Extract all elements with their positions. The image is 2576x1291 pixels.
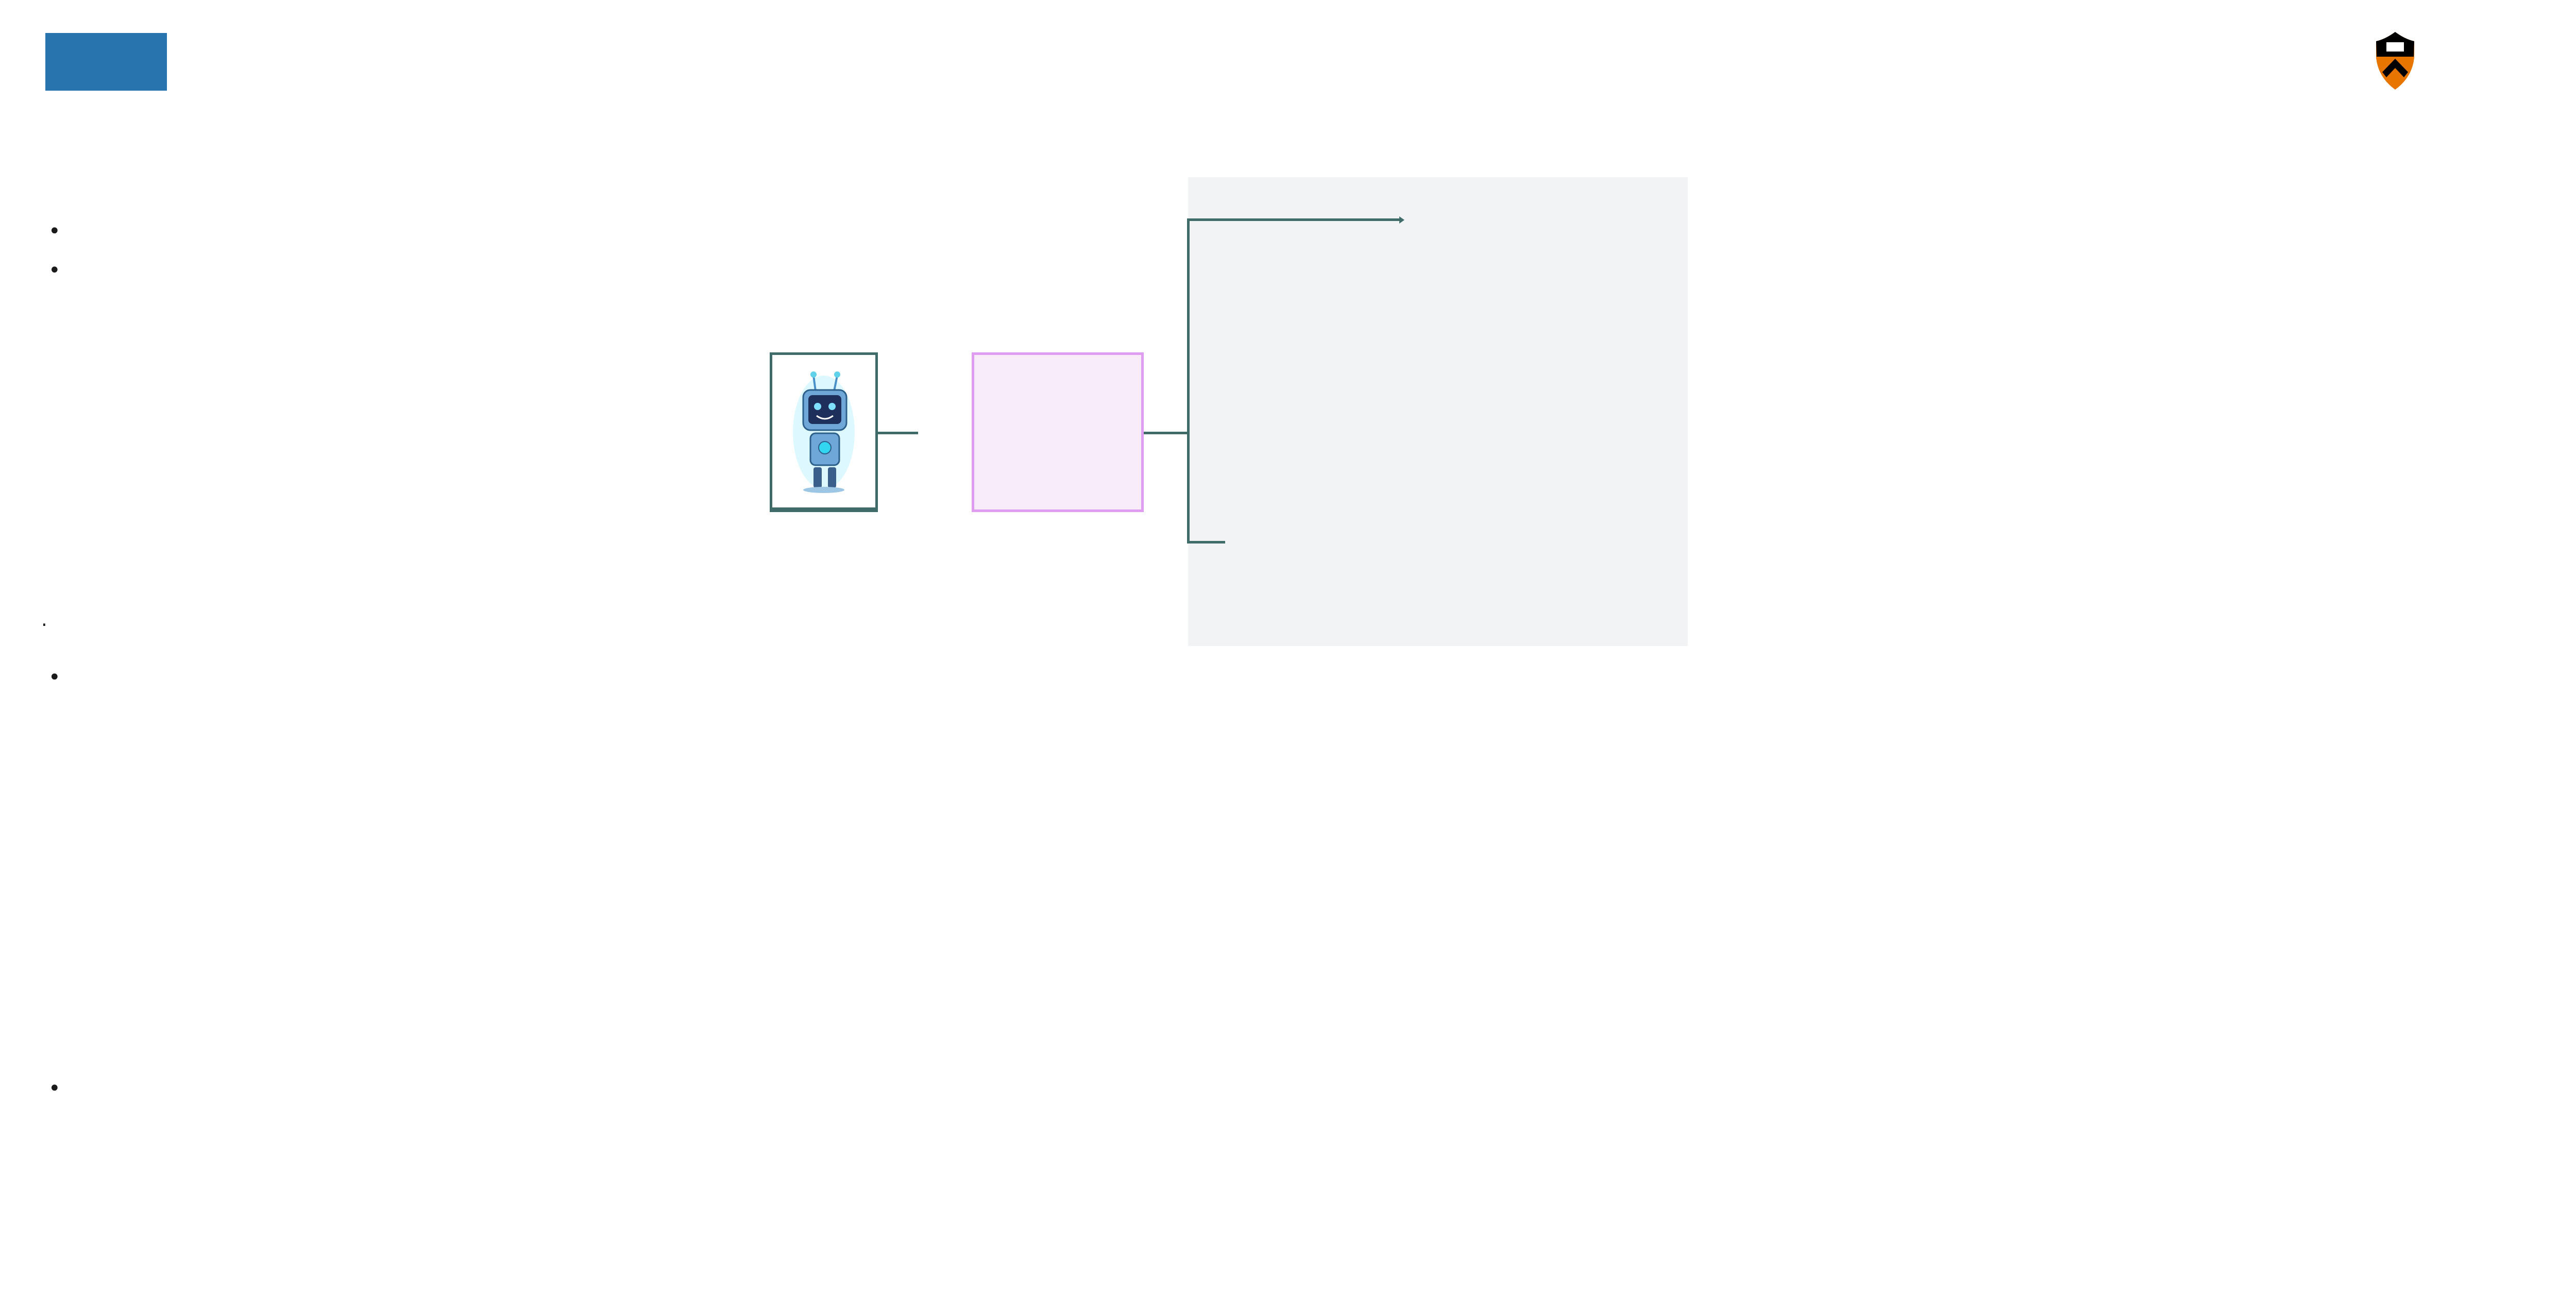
princeton-shield-logo [2376, 32, 2414, 90]
arrow-to-weights [878, 432, 918, 434]
robot-icon [793, 371, 855, 493]
original-llm-robot-box [770, 352, 878, 512]
methods-where: . [41, 608, 47, 631]
contribution-method [48, 217, 655, 245]
arrowhead-naive [1399, 216, 1404, 224]
algorithm-bullets [39, 1061, 1070, 1102]
georgia-tech-logo [2463, 40, 2476, 81]
uw-logo [183, 27, 281, 94]
contributions-list [39, 204, 655, 284]
ucla-logo [45, 33, 167, 91]
individual-weights-label [963, 278, 1149, 308]
arrow-to-naive [1187, 218, 1401, 221]
compressed-weight-panel [1188, 177, 1688, 646]
compressed-weight-title [1236, 139, 1700, 171]
split-vertical [1187, 218, 1190, 543]
arrow-to-armor [1187, 541, 1225, 543]
methods-bullets [39, 650, 1111, 691]
split-connector [1144, 432, 1188, 434]
original-weight-matrix [972, 352, 1144, 512]
